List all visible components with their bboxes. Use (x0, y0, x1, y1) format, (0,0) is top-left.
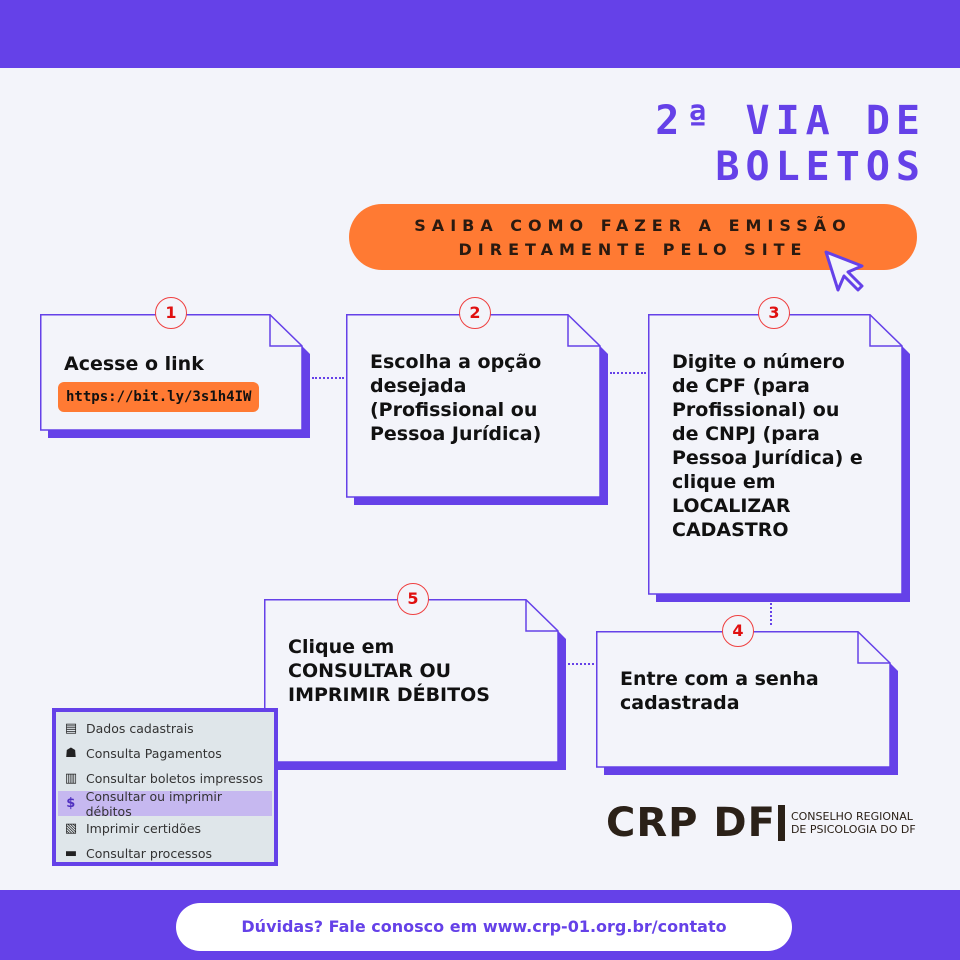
step-1-link[interactable]: https://bit.ly/3s1h4IW (58, 382, 260, 412)
connector-2-3 (610, 372, 646, 374)
note-shape (648, 314, 910, 602)
folder-people-icon: ▬ (64, 846, 78, 861)
step-1-text: Acesse o link (64, 353, 204, 375)
menu-item[interactable]: ▥ Consultar boletos impressos (62, 766, 268, 791)
step-card-2: Escolha a opção desejada (Profissional o… (346, 314, 608, 505)
menu-item[interactable]: ▬ Consultar processos (62, 841, 268, 866)
connector-4-5 (568, 663, 594, 665)
step-5-text: Clique em CONSULTAR OU IMPRIMIR DÉBITOS (288, 636, 490, 706)
menu-item-highlighted[interactable]: $ Consultar ou imprimir débitos (58, 788, 272, 819)
subtitle-line-1: SAIBA COMO FAZER A EMISSÃO (414, 216, 852, 235)
step-card-4: Entre com a senha cadastrada (596, 631, 898, 775)
step-badge-2: 2 (459, 297, 491, 329)
step-card-1: Acesse o link https://bit.ly/3s1h4IW (40, 314, 310, 438)
logo-mark: CRP DF (606, 800, 776, 846)
id-card-icon: ▤ (64, 721, 78, 736)
note-fold (869, 314, 902, 347)
menu-item-label: Imprimir certidões (86, 821, 202, 836)
logo-bar (777, 805, 785, 841)
step-badge-1: 1 (155, 297, 187, 329)
note-body (648, 314, 903, 595)
menu-item[interactable]: ☗ Consulta Pagamentos (62, 741, 268, 766)
menu-item[interactable]: ▧ Imprimir certidões (62, 816, 268, 841)
menu-item-label: Consultar processos (86, 846, 213, 861)
title-line-2: BOLETOS (715, 144, 926, 190)
cursor-icon (824, 250, 864, 292)
certificate-icon: ▧ (64, 821, 78, 836)
step-card-5: Clique em CONSULTAR OU IMPRIMIR DÉBITOS (264, 599, 566, 770)
page-title: 2ª VIA DE BOLETOS (655, 98, 926, 190)
connector-3-4 (770, 603, 772, 625)
step-2-text: Escolha a opção desejada (Profissional o… (370, 351, 542, 445)
note-shape (596, 631, 898, 775)
note-shape (346, 314, 608, 505)
note-body (346, 314, 601, 498)
menu-screenshot: ▤ Dados cadastrais ☗ Consulta Pagamentos ▥… (52, 708, 278, 866)
step-3-text: Digite o número de CPF (para Profissiona… (672, 351, 863, 541)
step-4-text: Entre com a senha cadastrada (620, 668, 819, 714)
note-fold (567, 314, 600, 347)
step-badge-5: 5 (397, 583, 429, 615)
menu-item-label: Consulta Pagamentos (86, 746, 222, 761)
note-fold (269, 314, 302, 347)
menu-item-label: Consultar boletos impressos (86, 771, 263, 786)
top-bar (0, 0, 960, 68)
logo-sub-1: CONSELHO REGIONAL (790, 810, 913, 823)
subtitle-line-2: DIRETAMENTE PELO SITE (458, 240, 808, 259)
step-badge-3: 3 (758, 297, 790, 329)
step-badge-4: 4 (722, 615, 754, 647)
dollar-icon: $ (66, 796, 76, 811)
logo-sub-2: DE PSICOLOGIA DO DF (790, 823, 916, 836)
note-fold (857, 631, 890, 664)
barcode-search-icon: ▥ (64, 771, 78, 786)
note-body (596, 631, 891, 768)
menu-item[interactable]: ▤ Dados cadastrais (62, 716, 268, 741)
payments-icon: ☗ (65, 746, 77, 761)
title-line-1: 2ª VIA DE (655, 98, 926, 144)
note-shape (264, 599, 566, 770)
connector-1-2 (312, 377, 344, 379)
note-fold (525, 599, 558, 632)
menu-item-label: Consultar ou imprimir débitos (85, 788, 223, 819)
menu-item-label: Dados cadastrais (86, 721, 194, 736)
step-card-3: Digite o número de CPF (para Profissiona… (648, 314, 910, 602)
contact-footer[interactable]: Dúvidas? Fale conosco em www.crp-01.org.… (176, 903, 792, 951)
subtitle-banner: SAIBA COMO FAZER A EMISSÃO DIRETAMENTE P… (349, 204, 917, 270)
